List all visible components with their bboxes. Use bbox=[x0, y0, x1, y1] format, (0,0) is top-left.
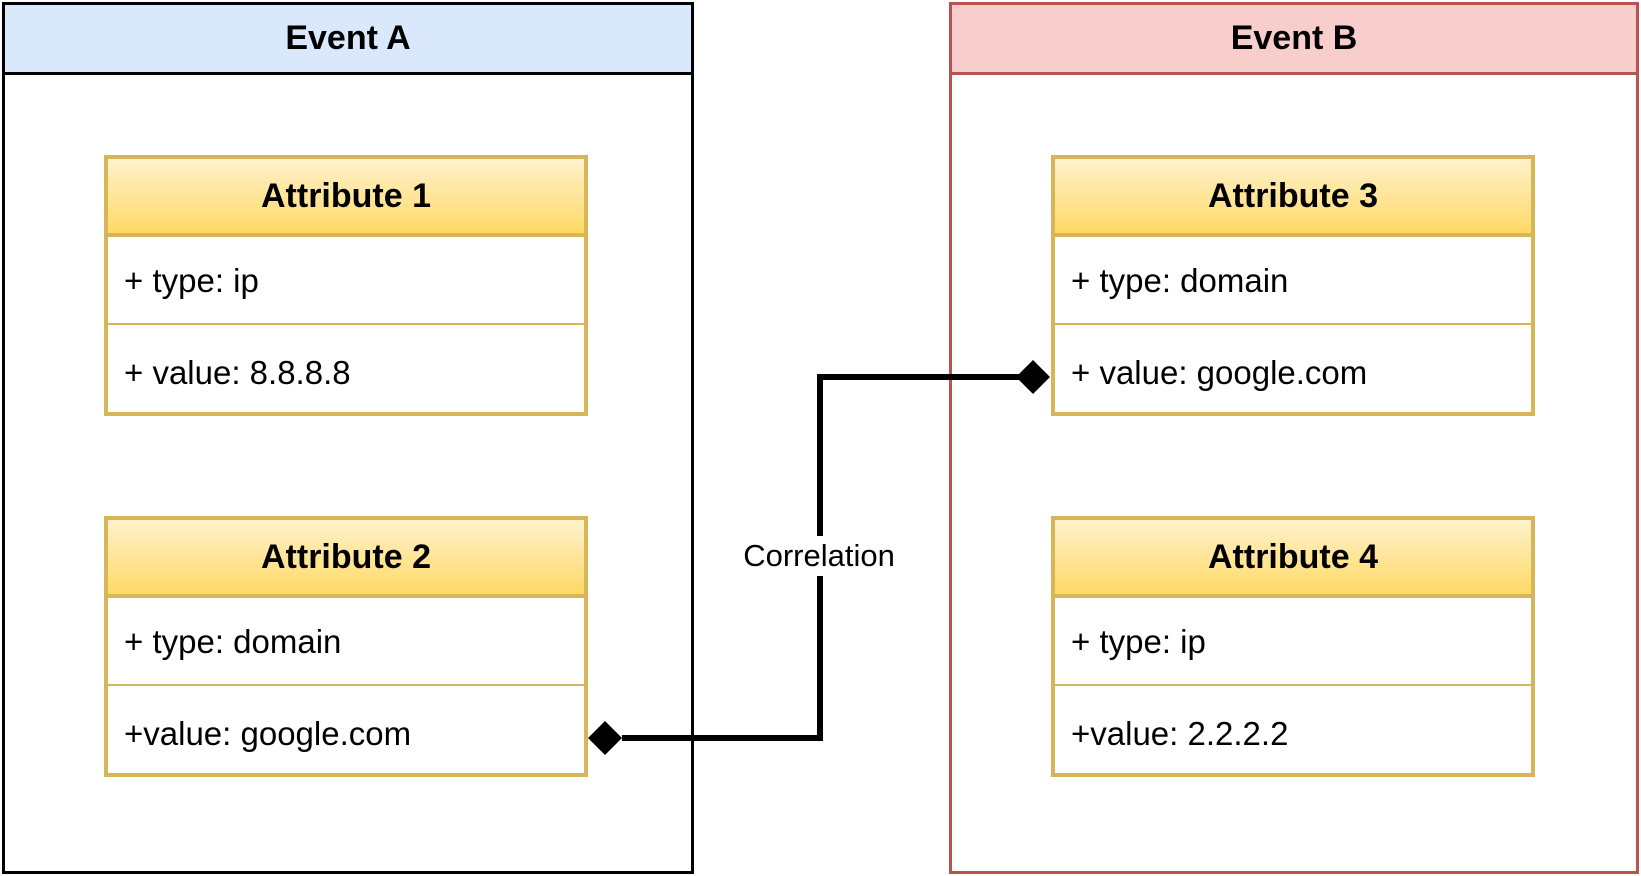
attribute-2-value: +value: google.com bbox=[124, 715, 412, 752]
attribute-4-box[interactable]: Attribute 4 + type: ip +value: 2.2.2.2 bbox=[1051, 516, 1535, 777]
attribute-3-box[interactable]: Attribute 3 + type: domain + value: goog… bbox=[1051, 155, 1535, 416]
attribute-3-title: Attribute 3 bbox=[1055, 159, 1531, 237]
attribute-1-title: Attribute 1 bbox=[108, 159, 584, 237]
attribute-2-title: Attribute 2 bbox=[108, 520, 584, 598]
attribute-2-box[interactable]: Attribute 2 + type: domain +value: googl… bbox=[104, 516, 588, 777]
attribute-4-value: +value: 2.2.2.2 bbox=[1071, 715, 1289, 752]
attribute-2-type: + type: domain bbox=[108, 598, 584, 686]
event-a-title: Event A bbox=[5, 5, 691, 75]
attribute-4-title: Attribute 4 bbox=[1055, 520, 1531, 598]
attribute-1-box[interactable]: Attribute 1 + type: ip + value: 8.8.8.8 bbox=[104, 155, 588, 416]
event-b-title: Event B bbox=[952, 5, 1636, 75]
attribute-1-type: + type: ip bbox=[108, 237, 584, 325]
attribute-1-value: + value: 8.8.8.8 bbox=[124, 354, 351, 391]
correlation-label: Correlation bbox=[730, 536, 908, 576]
attribute-3-type: + type: domain bbox=[1055, 237, 1531, 325]
attribute-4-type: + type: ip bbox=[1055, 598, 1531, 686]
attribute-3-value: + value: google.com bbox=[1071, 354, 1368, 391]
